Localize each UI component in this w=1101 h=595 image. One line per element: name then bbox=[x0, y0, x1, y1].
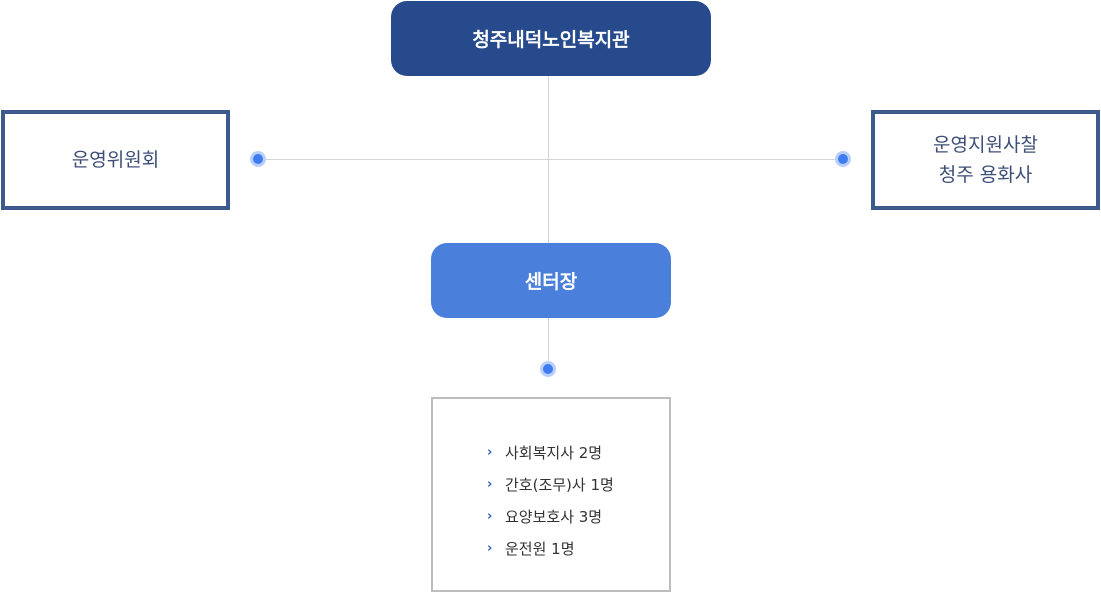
connector-dot-right bbox=[838, 154, 848, 164]
staff-item-label: 요양보호사 3명 bbox=[505, 507, 603, 526]
staff-item: › 요양보호사 3명 bbox=[487, 500, 614, 532]
director-label: 센터장 bbox=[524, 271, 578, 293]
staff-list: › 사회복지사 2명 › 간호(조무)사 1명 › 요양보호사 3명 › 운전원… bbox=[487, 436, 614, 564]
connector-horizontal bbox=[258, 159, 843, 160]
connector-vertical-bottom bbox=[548, 318, 549, 368]
staff-item-label: 운전원 1명 bbox=[505, 539, 575, 558]
director-node: 센터장 bbox=[431, 243, 671, 318]
chevron-right-icon: › bbox=[487, 508, 493, 524]
chevron-right-icon: › bbox=[487, 540, 493, 556]
staff-item: › 사회복지사 2명 bbox=[487, 436, 614, 468]
root-node: 청주내덕노인복지관 bbox=[391, 1, 711, 76]
connector-dot-bottom bbox=[543, 364, 553, 374]
support-temple-node: 운영지원사찰 청주 용화사 bbox=[871, 110, 1100, 210]
support-label-line1: 운영지원사찰 bbox=[933, 134, 1038, 156]
support-label-line2: 청주 용화사 bbox=[938, 164, 1033, 186]
chevron-right-icon: › bbox=[487, 476, 493, 492]
staff-item-label: 간호(조무)사 1명 bbox=[505, 475, 614, 494]
staff-item-label: 사회복지사 2명 bbox=[505, 443, 603, 462]
connector-dot-left bbox=[253, 154, 263, 164]
staff-item: › 운전원 1명 bbox=[487, 532, 614, 564]
root-label: 청주내덕노인복지관 bbox=[472, 29, 630, 51]
committee-node: 운영위원회 bbox=[1, 110, 230, 210]
committee-label: 운영위원회 bbox=[71, 149, 160, 171]
staff-box: › 사회복지사 2명 › 간호(조무)사 1명 › 요양보호사 3명 › 운전원… bbox=[431, 397, 671, 592]
chevron-right-icon: › bbox=[487, 444, 493, 460]
staff-item: › 간호(조무)사 1명 bbox=[487, 468, 614, 500]
